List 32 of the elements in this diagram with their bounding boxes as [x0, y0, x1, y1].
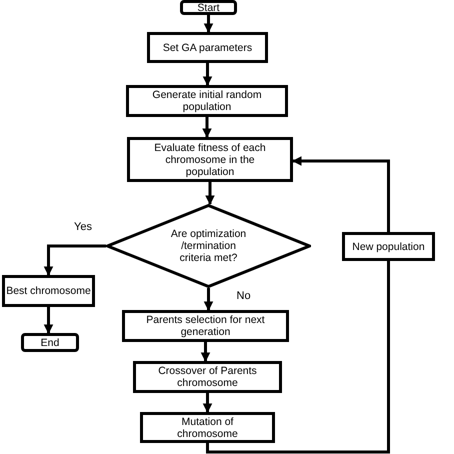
- node-text: Are optimization /termination criteria met?: [170, 228, 248, 264]
- arrow: [202, 117, 212, 138]
- node-text: End: [40, 336, 60, 348]
- arrow: [44, 307, 54, 334]
- arrow: [204, 288, 214, 311]
- node-text: Evaluate fitness of each chromosome in the population: [153, 142, 267, 178]
- node-text: New population: [352, 240, 425, 252]
- node-text: Generate initial random population: [151, 89, 263, 113]
- process-box: [133, 361, 282, 393]
- decision-diamond: [106, 204, 311, 288]
- process-box: [147, 32, 268, 63]
- node-text: Set GA parameters: [162, 42, 252, 54]
- arrow: [44, 244, 106, 276]
- process-box: [342, 232, 435, 261]
- arrow: [205, 182, 215, 205]
- arrow: [204, 15, 214, 33]
- process-box: [2, 275, 95, 307]
- process-box: [140, 412, 275, 443]
- arrow: [200, 342, 210, 362]
- node-text: Best chromosome: [6, 285, 91, 297]
- node-text: Crossover of Parents chromosome: [157, 365, 258, 389]
- process-box: [127, 137, 293, 182]
- terminal-box: [21, 333, 79, 352]
- arrow: [202, 63, 212, 86]
- arrow: [202, 393, 212, 413]
- node-text: Parents selection for next generation: [145, 314, 266, 338]
- node-text: Mutation of chromosome: [176, 416, 239, 440]
- node-text: Start: [197, 2, 220, 14]
- process-box: [122, 310, 289, 342]
- process-box: [126, 85, 288, 117]
- arrow: [292, 156, 390, 232]
- terminal-box: [180, 0, 237, 15]
